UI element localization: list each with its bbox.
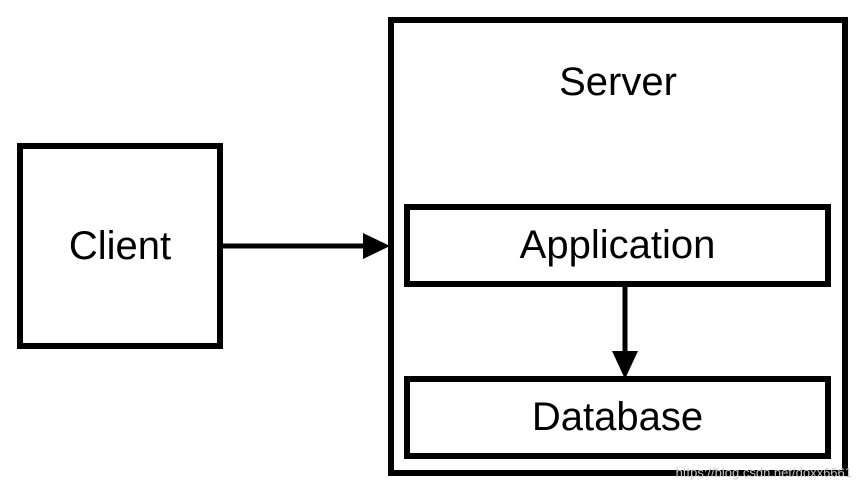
client-to-server-arrowhead xyxy=(363,233,390,259)
watermark-text: https://blog.csdn.net/doxx6661 xyxy=(675,465,852,480)
application-to-database-arrow xyxy=(612,287,638,379)
client-node xyxy=(17,143,223,349)
database-node xyxy=(404,376,831,459)
application-node xyxy=(404,204,831,287)
database-label: Database xyxy=(531,395,704,439)
application-label: Application xyxy=(519,223,716,267)
client-label: Client xyxy=(68,224,172,268)
server-label: Server xyxy=(559,60,677,104)
application-to-database-arrowhead xyxy=(612,351,638,379)
client-to-server-arrow xyxy=(223,233,390,259)
